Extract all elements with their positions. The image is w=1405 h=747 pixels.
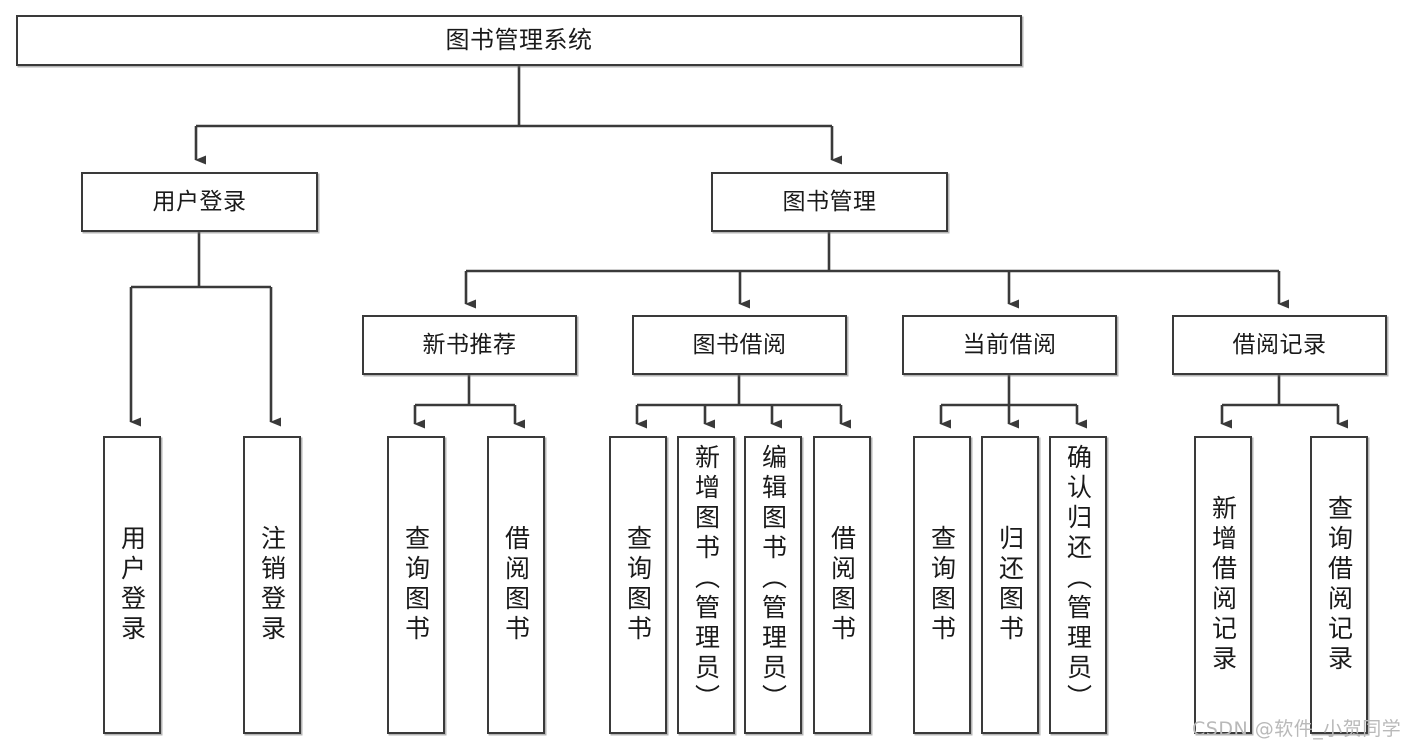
leaf-query-record-label: 查询借阅记录 — [1324, 495, 1354, 675]
node-borrow-record-label: 借阅记录 — [1232, 331, 1327, 358]
leaf-add-book-label: 新增图书（管理员） — [691, 444, 721, 714]
leaf-query-book-2-label: 查询图书 — [623, 525, 653, 645]
leaf-borrow-book-2[interactable]: 借阅图书 — [813, 436, 871, 734]
csdn-watermark: CSDN @软件_小贺同学 — [1192, 718, 1402, 740]
leaf-query-book-2[interactable]: 查询图书 — [609, 436, 667, 734]
leaf-add-book[interactable]: 新增图书（管理员） — [677, 436, 735, 734]
leaf-user-login-label: 用户登录 — [117, 525, 147, 645]
node-book-borrow[interactable]: 图书借阅 — [632, 315, 847, 375]
leaf-borrow-book-1[interactable]: 借阅图书 — [487, 436, 545, 734]
leaf-query-book-1-label: 查询图书 — [401, 525, 431, 645]
leaf-return-book-label: 归还图书 — [995, 525, 1025, 645]
leaf-query-record[interactable]: 查询借阅记录 — [1310, 436, 1368, 734]
node-root[interactable]: 图书管理系统 — [16, 15, 1022, 66]
node-book-manage-label: 图书管理 — [782, 188, 877, 215]
node-user-login-label: 用户登录 — [152, 188, 247, 215]
node-borrow-record[interactable]: 借阅记录 — [1172, 315, 1387, 375]
leaf-edit-book[interactable]: 编辑图书（管理员） — [744, 436, 802, 734]
leaf-add-record-label: 新增借阅记录 — [1208, 495, 1238, 675]
leaf-return-book[interactable]: 归还图书 — [981, 436, 1039, 734]
leaf-user-login[interactable]: 用户登录 — [103, 436, 161, 734]
leaf-borrow-book-1-label: 借阅图书 — [501, 525, 531, 645]
leaf-logout-login[interactable]: 注销登录 — [243, 436, 301, 734]
leaf-borrow-book-2-label: 借阅图书 — [827, 525, 857, 645]
leaf-query-book-3[interactable]: 查询图书 — [913, 436, 971, 734]
leaf-query-book-1[interactable]: 查询图书 — [387, 436, 445, 734]
leaf-edit-book-label: 编辑图书（管理员） — [758, 444, 788, 714]
leaf-logout-login-label: 注销登录 — [257, 525, 287, 645]
node-book-manage[interactable]: 图书管理 — [711, 172, 948, 232]
node-user-login[interactable]: 用户登录 — [81, 172, 318, 232]
node-new-book-recommend-label: 新书推荐 — [422, 331, 517, 358]
node-root-label: 图书管理系统 — [445, 25, 593, 54]
leaf-confirm-return-label: 确认归还（管理员） — [1063, 444, 1093, 714]
node-book-borrow-label: 图书借阅 — [692, 331, 787, 358]
leaf-confirm-return[interactable]: 确认归还（管理员） — [1049, 436, 1107, 734]
leaf-query-book-3-label: 查询图书 — [927, 525, 957, 645]
leaf-add-record[interactable]: 新增借阅记录 — [1194, 436, 1252, 734]
node-new-book-recommend[interactable]: 新书推荐 — [362, 315, 577, 375]
node-current-borrow[interactable]: 当前借阅 — [902, 315, 1117, 375]
node-current-borrow-label: 当前借阅 — [962, 331, 1057, 358]
